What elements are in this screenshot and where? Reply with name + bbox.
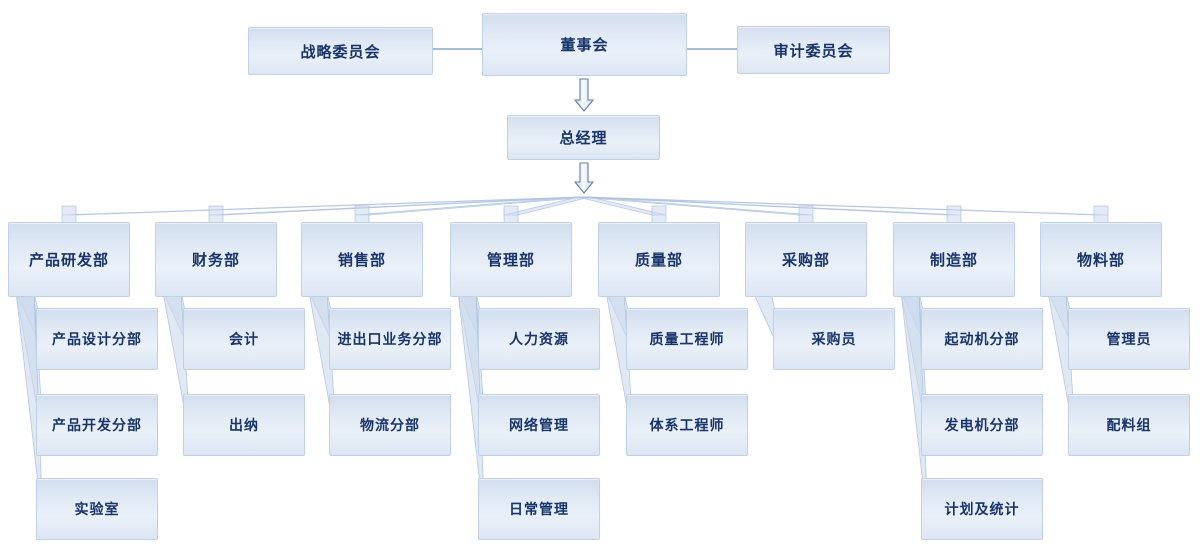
node-planning-statistics: 计划及统计 xyxy=(921,478,1043,540)
node-dept-materials: 物料部 xyxy=(1040,222,1162,297)
node-cashier: 出纳 xyxy=(183,394,305,456)
node-board: 董事会 xyxy=(482,13,687,76)
gm-department-fan xyxy=(61,196,1109,225)
node-buyer: 采购员 xyxy=(773,308,895,370)
node-system-engineer: 体系工程师 xyxy=(626,394,748,456)
node-generator-division: 发电机分部 xyxy=(921,394,1043,456)
node-logistics: 物流分部 xyxy=(329,394,451,456)
node-dept-finance: 财务部 xyxy=(155,222,277,297)
node-administrator: 管理员 xyxy=(1068,308,1190,370)
node-accounting: 会计 xyxy=(183,308,305,370)
node-dept-admin: 管理部 xyxy=(450,222,572,297)
node-dept-manufacturing: 制造部 xyxy=(893,222,1015,297)
node-dept-sales: 销售部 xyxy=(301,222,423,297)
node-laboratory: 实验室 xyxy=(36,478,158,540)
node-import-export: 进出口业务分部 xyxy=(329,308,451,370)
node-product-design: 产品设计分部 xyxy=(36,308,158,370)
node-quality-engineer: 质量工程师 xyxy=(626,308,748,370)
node-strategy-committee: 战略委员会 xyxy=(248,27,433,75)
node-network-management: 网络管理 xyxy=(478,394,600,456)
node-dept-purchasing: 采购部 xyxy=(745,222,867,297)
node-starter-division: 起动机分部 xyxy=(921,308,1043,370)
down-arrow-board-gm xyxy=(573,78,595,112)
down-arrows xyxy=(573,78,595,194)
node-human-resources: 人力资源 xyxy=(478,308,600,370)
node-general-manager: 总经理 xyxy=(507,115,660,160)
department-child-beams xyxy=(15,291,1075,520)
node-product-development: 产品开发分部 xyxy=(36,394,158,456)
node-daily-management: 日常管理 xyxy=(478,478,600,540)
down-arrow-gm-departments xyxy=(573,162,595,194)
node-ingredients-group: 配料组 xyxy=(1068,394,1190,456)
node-dept-product-rd: 产品研发部 xyxy=(8,222,130,297)
node-dept-quality: 质量部 xyxy=(598,222,720,297)
node-audit-committee: 审计委员会 xyxy=(737,26,890,74)
